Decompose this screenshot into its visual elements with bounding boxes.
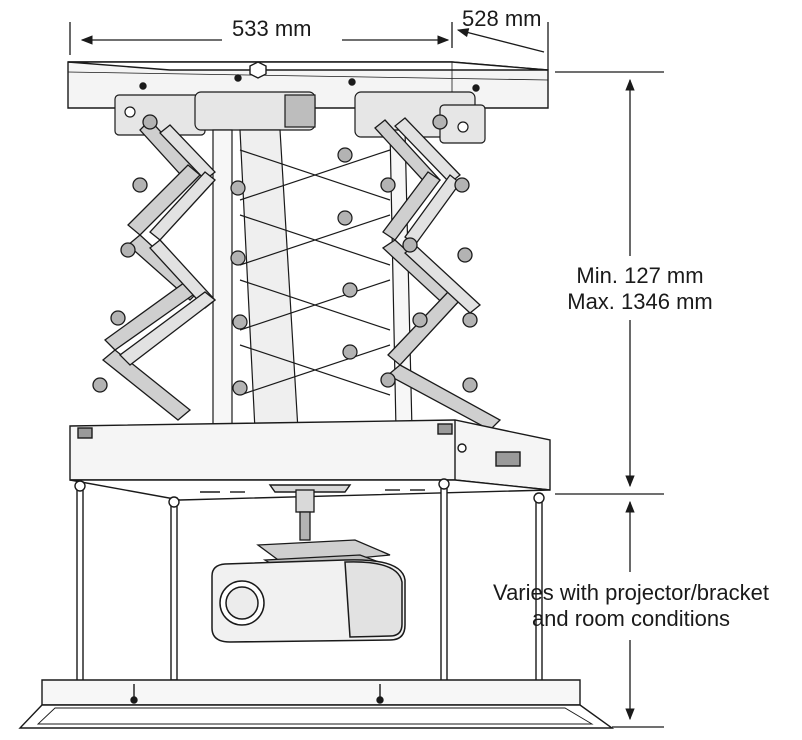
right-scissor-arm: [374, 114, 502, 431]
drop-label: Varies with projector/bracket and room c…: [466, 580, 796, 632]
travel-dimension: [555, 71, 664, 495]
depth-label: 528 mm: [462, 6, 542, 31]
projector: [211, 559, 406, 643]
drop-label-line1: Varies with projector/bracket: [493, 580, 769, 605]
travel-min-label: Min. 127 mm: [576, 263, 704, 288]
travel-max-label: Max. 1346 mm: [567, 289, 713, 314]
width-label: 533 mm: [232, 16, 312, 41]
middle-scissor-mechanism: [230, 147, 391, 396]
width-dimension: [69, 22, 453, 55]
drop-label-line2: and room conditions: [531, 606, 731, 631]
left-scissor-arm: [92, 114, 217, 421]
lift-carriage: [69, 419, 551, 501]
ceiling-trim-panel: [18, 679, 615, 729]
drop-dimension: [612, 500, 664, 728]
travel-label: Min. 127 mm Max. 1346 mm: [540, 263, 740, 315]
depth-dimension: [456, 22, 549, 70]
